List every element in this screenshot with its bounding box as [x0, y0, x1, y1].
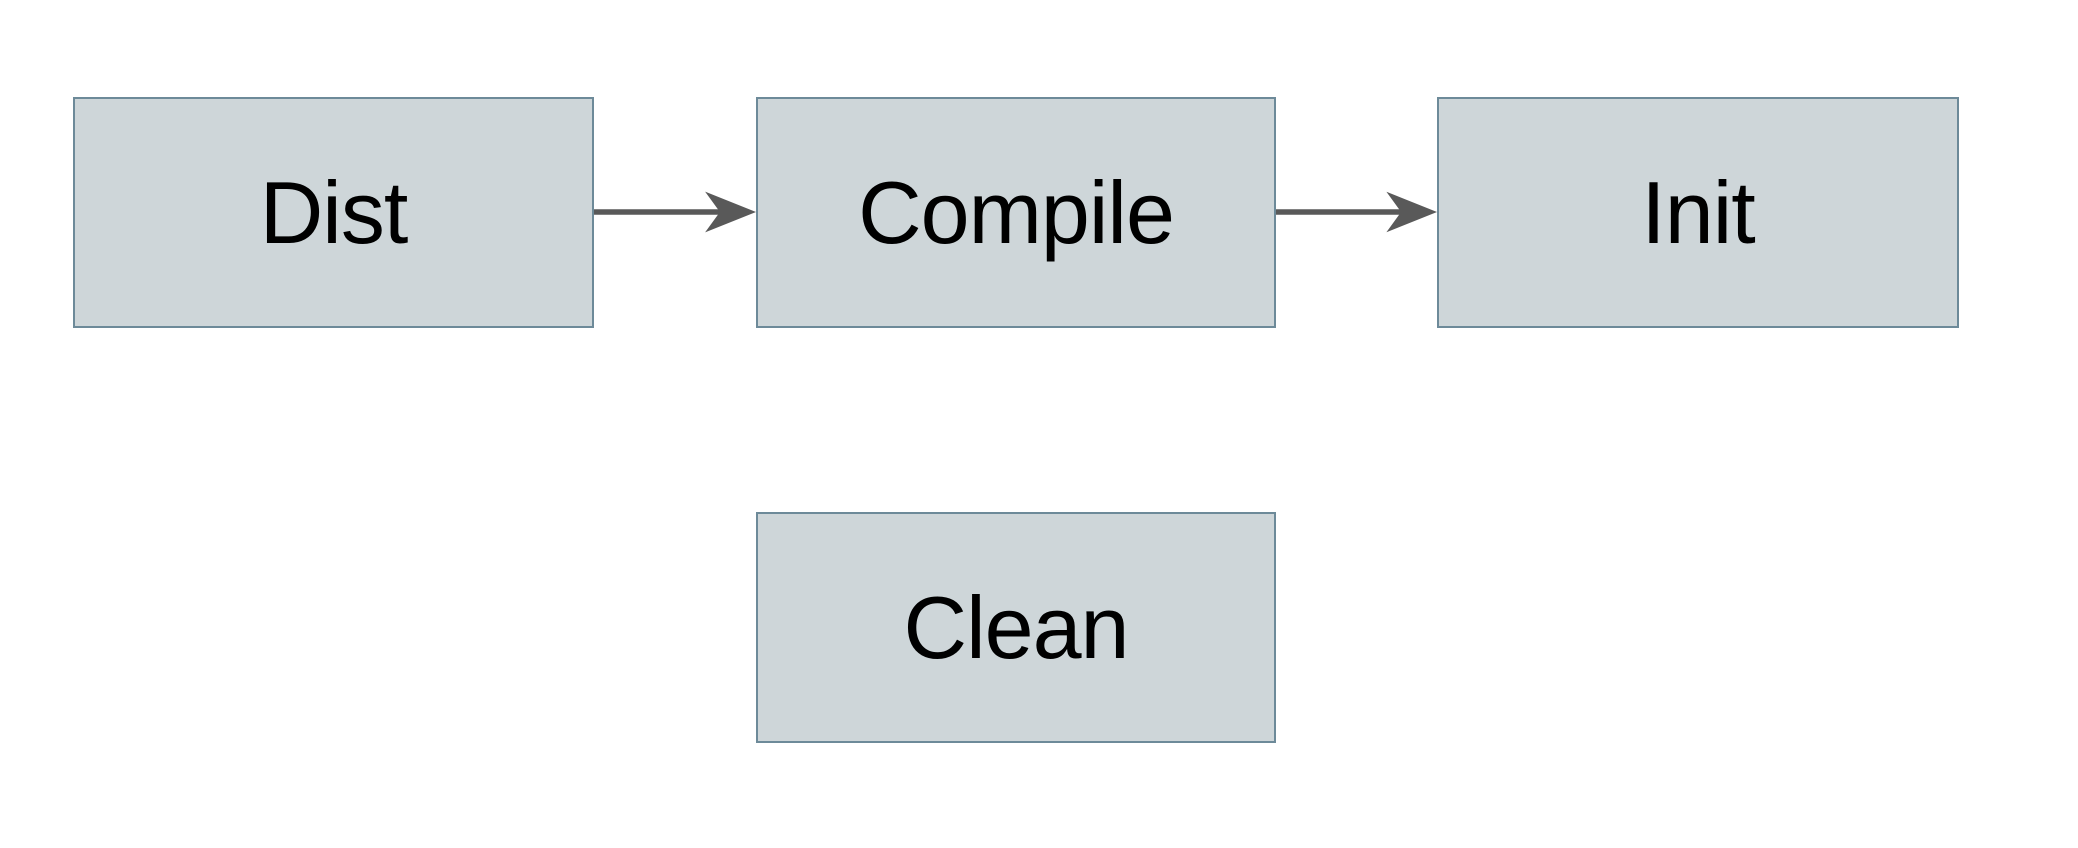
- node-compile-label: Compile: [858, 162, 1175, 262]
- node-clean-label: Clean: [903, 577, 1130, 677]
- arrow-icon: [594, 191, 756, 233]
- node-clean[interactable]: Clean: [756, 512, 1276, 743]
- edge-compile-to-init[interactable]: [1276, 182, 1437, 242]
- node-init[interactable]: Init: [1437, 97, 1959, 328]
- node-init-label: Init: [1641, 162, 1755, 262]
- node-compile[interactable]: Compile: [756, 97, 1276, 328]
- edge-dist-to-compile[interactable]: [594, 182, 756, 242]
- node-dist[interactable]: Dist: [73, 97, 594, 328]
- node-dist-label: Dist: [259, 162, 409, 262]
- arrow-icon: [1276, 191, 1437, 233]
